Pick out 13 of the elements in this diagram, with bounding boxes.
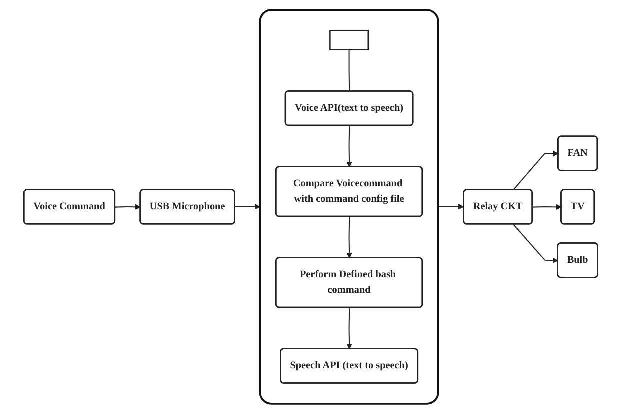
- arrow: [513, 150, 559, 190]
- arrow: [346, 216, 352, 258]
- arrow: [115, 204, 141, 210]
- arrow: [438, 204, 464, 210]
- cluster: [259, 9, 440, 405]
- arrow: [513, 224, 558, 264]
- block-diagram: Voice API(text to speech) Compare Voicecommand with command config file Perform Defined bash command Speech API (text to speech) Voice Command USB Microphone Relay CKT FAN TV Bulb: [19, 5, 603, 409]
- arrow: [346, 126, 352, 168]
- arrow: [346, 308, 352, 350]
- connector: [348, 50, 350, 92]
- arrow: [532, 204, 562, 210]
- node-box: [330, 30, 370, 50]
- arrow: [234, 204, 260, 210]
